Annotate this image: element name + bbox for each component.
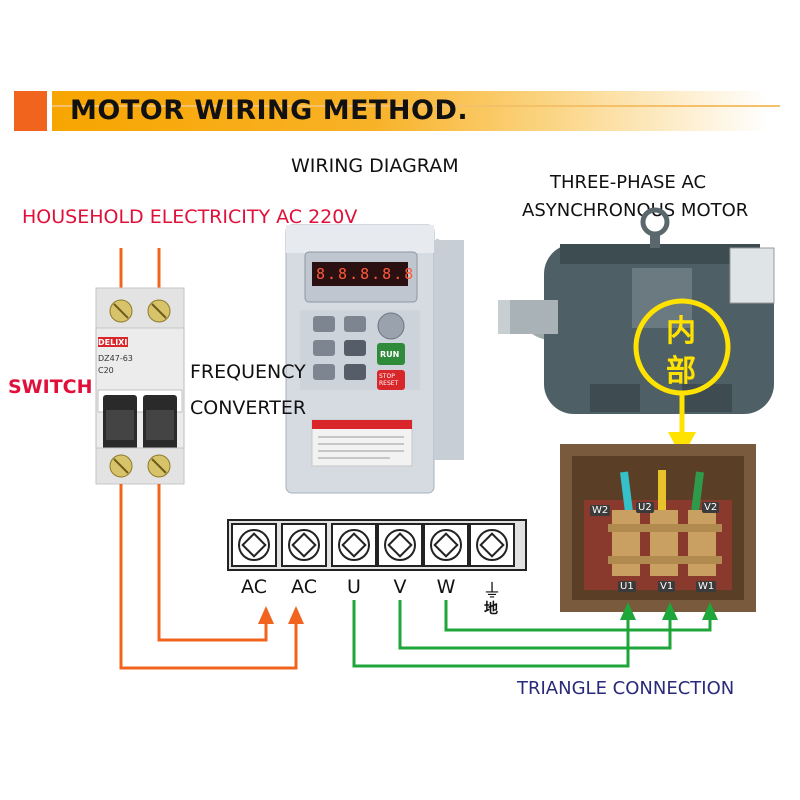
terminal-label-earth: ⏚ [482, 580, 502, 602]
phase-arrow-w [702, 602, 718, 620]
circuit-breaker [95, 287, 185, 485]
breaker-rating: C20 [98, 366, 114, 375]
stop-button-label: STOP RESET [379, 373, 399, 387]
coil-label-w1: W1 [696, 581, 717, 592]
callout-char-2: 部 [666, 354, 696, 389]
switch-label: SWITCH [8, 376, 93, 398]
terminal-label-ac2: AC [291, 576, 317, 598]
frequency-converter [285, 224, 464, 494]
converter-label-line2: CONVERTER [190, 397, 307, 419]
phase-wires [352, 600, 712, 668]
title-banner [52, 91, 768, 131]
three-phase-motor [498, 207, 775, 414]
callout-char-1: 内 [666, 314, 696, 349]
banner-accent [14, 91, 47, 131]
breaker-model: DZ47-63 [98, 354, 133, 363]
phase-arrow-u [620, 602, 636, 620]
wiring-diagram-label: WIRING DIAGRAM [291, 155, 459, 177]
coil-label-v1: V1 [658, 581, 676, 592]
motor-title-line1: THREE-PHASE AC [550, 172, 707, 193]
ac-arrow-1 [258, 606, 274, 624]
terminal-strip [227, 519, 527, 571]
terminal-label-v: V [393, 576, 407, 598]
triangle-connection-label: TRIANGLE CONNECTION [517, 678, 735, 699]
coil-label-v2: V2 [702, 502, 720, 513]
earth-char: 地 [484, 601, 498, 617]
ac-arrow-2 [288, 606, 304, 624]
ac-wires [119, 484, 298, 670]
household-electricity-label: HOUSEHOLD ELECTRICITY AC 220V [22, 206, 358, 228]
terminal-label-u: U [347, 576, 361, 598]
terminal-label-w: W [436, 576, 456, 598]
motor-title-line2: ASYNCHRONOUS MOTOR [522, 200, 749, 221]
coil-label-w2: W2 [590, 505, 611, 516]
page-title: MOTOR WIRING METHOD. [70, 95, 469, 126]
coil-label-u1: U1 [618, 581, 636, 592]
breaker-brand: DELIXI [98, 338, 128, 347]
run-button-label: RUN [380, 350, 400, 359]
converter-display: 8.8.8.8.8 [316, 265, 416, 283]
motor-terminal-box [560, 444, 756, 612]
converter-label-line1: FREQUENCY [190, 361, 306, 383]
terminal-label-ac1: AC [241, 576, 267, 598]
banner-line [52, 105, 780, 107]
phase-arrow-v [662, 602, 678, 620]
coil-label-u2: U2 [636, 502, 654, 513]
